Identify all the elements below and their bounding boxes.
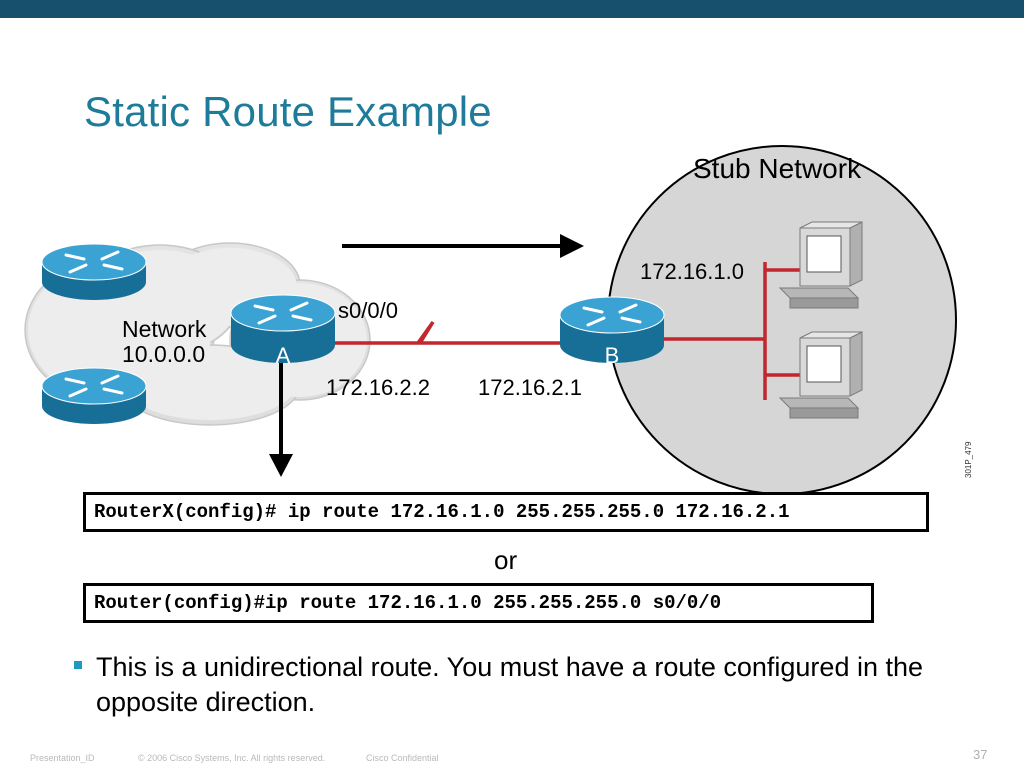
serial-link — [330, 320, 568, 345]
network-address: 10.0.0.0 — [122, 341, 205, 367]
network-label: Network — [122, 316, 207, 342]
top-bar — [0, 0, 1024, 18]
footer-copyright: © 2006 Cisco Systems, Inc. All rights re… — [138, 753, 326, 763]
bullet-square-icon — [74, 661, 82, 669]
ip-address-a: 172.16.2.2 — [326, 375, 430, 400]
interface-label: s0/0/0 — [338, 298, 398, 323]
page-number: 37 — [973, 747, 988, 762]
right-arrow — [342, 234, 584, 258]
static-route-exit-interface-command: Router(config)#ip route 172.16.1.0 255.2… — [83, 583, 874, 623]
bullet-text: This is a unidirectional route. You must… — [96, 652, 924, 717]
router-b-icon — [559, 296, 665, 363]
router-a-icon — [230, 294, 336, 363]
down-arrow — [269, 362, 293, 477]
ip-address-b: 172.16.2.1 — [478, 375, 582, 400]
pc-top-icon — [778, 221, 863, 309]
stub-network-label: Stub Network — [693, 153, 862, 184]
static-route-next-hop-command: RouterX(config)# ip route 172.16.1.0 255… — [83, 492, 929, 532]
figure-code: 301P_479 — [964, 441, 973, 478]
slide-title: Static Route Example — [84, 88, 492, 135]
router-a-label: A — [276, 343, 291, 368]
pc-bottom-icon — [778, 331, 863, 419]
or-separator: or — [494, 545, 518, 575]
footer-confidential: Cisco Confidential — [366, 753, 439, 763]
stub-subnet-label: 172.16.1.0 — [640, 259, 744, 284]
router-network-bottom-icon — [41, 367, 147, 424]
router-network-top-icon — [41, 243, 147, 300]
footer-presentation-id: Presentation_ID — [30, 753, 95, 763]
router-b-label: B — [605, 343, 620, 368]
